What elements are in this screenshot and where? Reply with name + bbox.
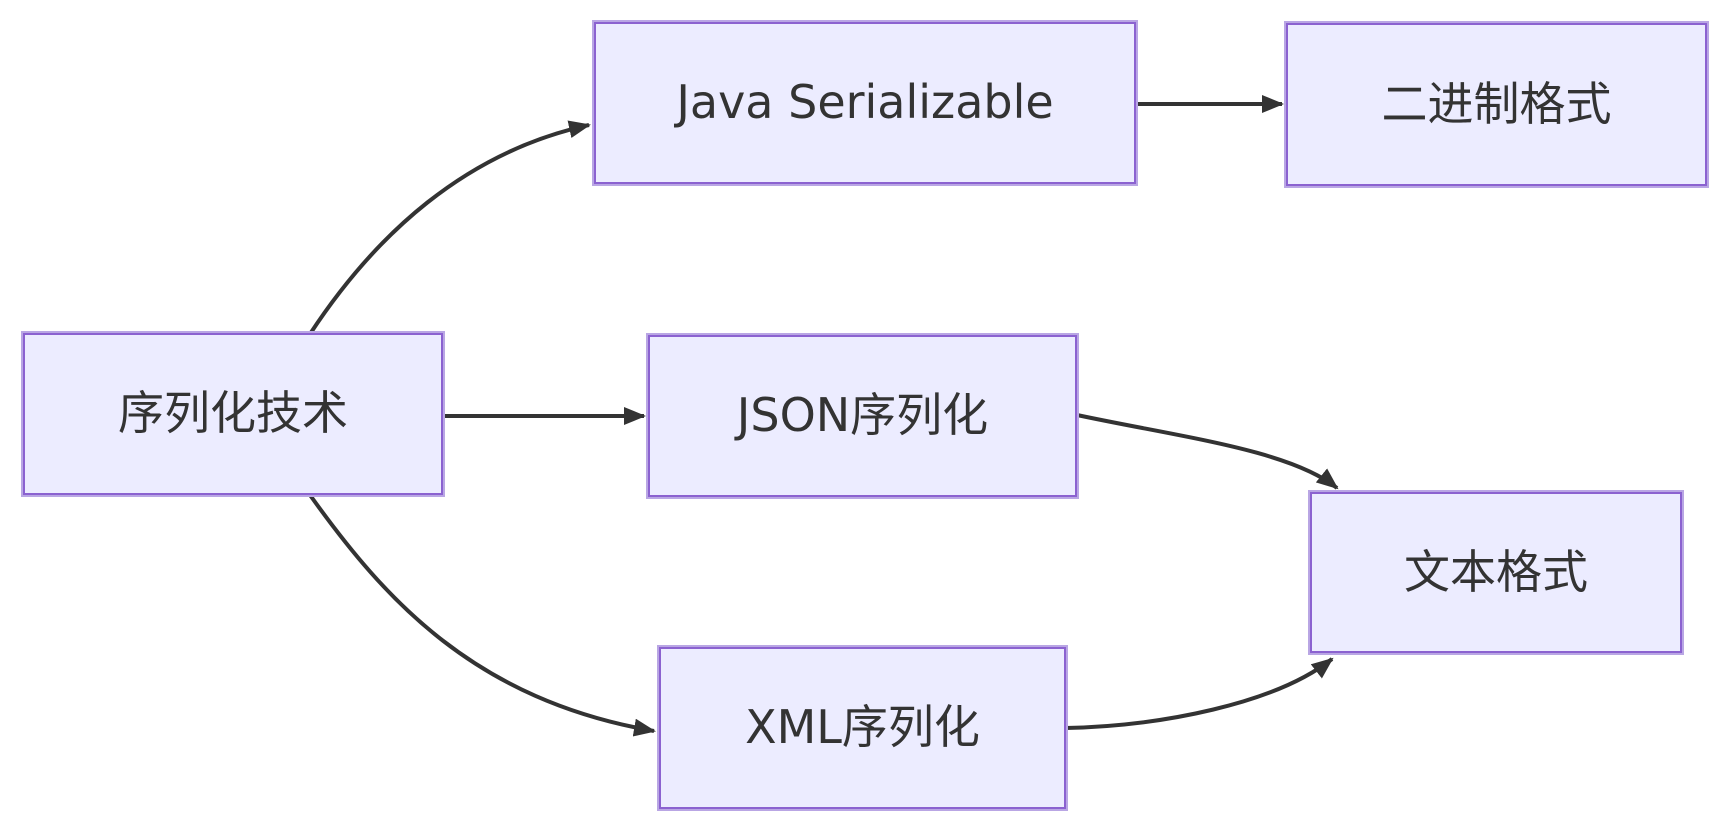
node-serialization-label: 序列化技术 — [118, 386, 348, 441]
node-java-serializable-label: Java Serializable — [676, 75, 1054, 130]
node-serialization: 序列化技术 — [23, 333, 443, 495]
node-text-format: 文本格式 — [1310, 492, 1682, 653]
edge-json-to-text — [1076, 413, 1339, 490]
node-xml-serialization-label: XML序列化 — [745, 700, 980, 755]
node-java-serializable: Java Serializable — [594, 22, 1136, 184]
node-json-serialization: JSON序列化 — [648, 335, 1077, 497]
node-xml-serialization: XML序列化 — [659, 647, 1066, 809]
edge-serialization-to-xml — [308, 493, 656, 737]
node-binary-format-label: 二进制格式 — [1381, 76, 1612, 131]
edge-xml-to-text — [1065, 657, 1334, 730]
node-binary-format: 二进制格式 — [1286, 23, 1707, 186]
edge-serialization-to-java — [308, 120, 591, 336]
node-text-format-label: 文本格式 — [1404, 544, 1588, 599]
node-json-serialization-label: JSON序列化 — [736, 388, 989, 443]
